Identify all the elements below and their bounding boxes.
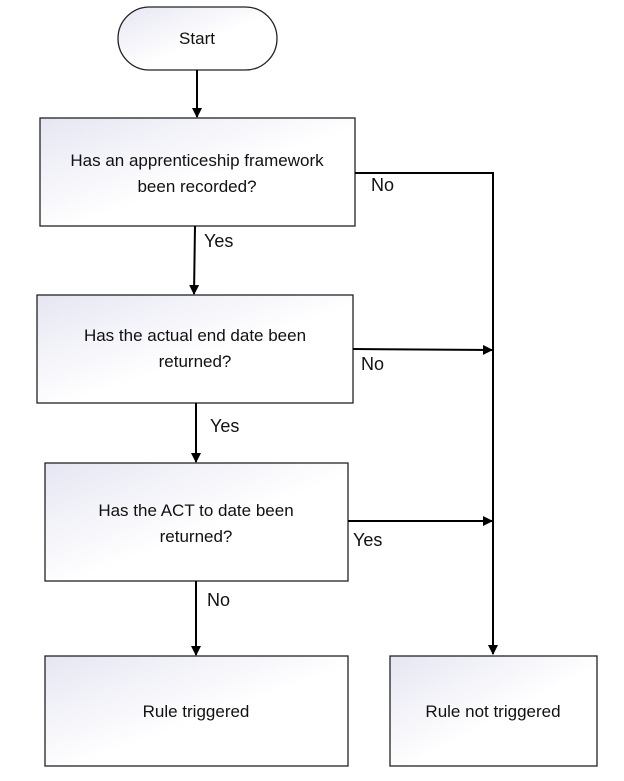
decision-act-date-returned: Has the ACT to date been returned? <box>44 462 349 582</box>
arrow-framework-no <box>355 172 498 655</box>
edge-label-act-date-no: No <box>207 590 230 610</box>
decision-end-date-returned-line1: Has the actual end date been <box>84 326 306 345</box>
edge-label-end-date-yes: Yes <box>210 416 239 436</box>
decision-end-date-returned-line2: returned? <box>159 352 232 371</box>
edge-label-framework-no: No <box>371 175 394 195</box>
start-node: Start <box>117 6 278 71</box>
arrow-end-date-no <box>352 344 493 355</box>
decision-act-date-returned-line1: Has the ACT to date been <box>98 501 293 520</box>
decision-act-date-returned-line2: returned? <box>160 527 233 546</box>
outcome-rule-not-triggered-label: Rule not triggered <box>425 702 560 721</box>
decision-framework-recorded-line1: Has an apprenticeship framework <box>70 151 324 170</box>
edge-label-act-date-yes: Yes <box>353 530 382 550</box>
outcome-rule-triggered-label: Rule triggered <box>143 702 250 721</box>
decision-framework-recorded: Has an apprenticeship framework been rec… <box>39 117 356 227</box>
edge-label-end-date-no: No <box>361 354 384 374</box>
decision-framework-recorded-line2: been recorded? <box>137 177 256 196</box>
outcome-rule-triggered: Rule triggered <box>44 655 349 767</box>
start-node-label: Start <box>179 29 215 48</box>
outcome-rule-not-triggered: Rule not triggered <box>389 655 598 767</box>
decision-end-date-returned: Has the actual end date been returned? <box>36 294 354 404</box>
arrow-framework-yes <box>189 225 200 295</box>
edge-label-framework-yes: Yes <box>204 231 233 251</box>
